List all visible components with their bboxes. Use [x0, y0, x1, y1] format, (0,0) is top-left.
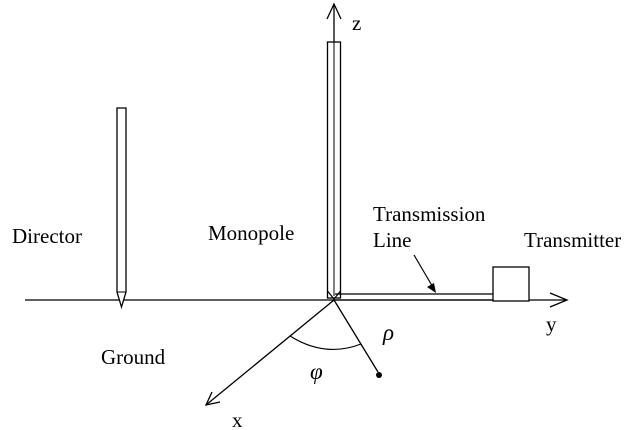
transmission-label-line1: Transmission: [373, 202, 486, 226]
rho-label: ρ: [382, 320, 394, 345]
transmitter-box: [492, 266, 530, 302]
y-axis-label: y: [546, 312, 557, 336]
y-axis-arrowhead: [549, 292, 569, 308]
field-point-dot: [376, 372, 382, 378]
monopole-label: Monopole: [208, 221, 294, 245]
director-label: Director: [12, 224, 82, 248]
x-axis-arrowhead: [204, 391, 221, 406]
transmission-line-pointer: [413, 254, 435, 290]
phi-label: φ: [310, 359, 323, 384]
transmitter-label: Transmitter: [524, 228, 621, 252]
rho-line: [333, 299, 379, 373]
ground-label: Ground: [101, 345, 166, 369]
z-axis-arrowhead: [326, 2, 342, 20]
transmission-line-pointer-head: [427, 283, 436, 293]
z-axis-label: z: [352, 11, 361, 35]
phi-angle-arc: [289, 335, 362, 350]
x-axis-line: [205, 299, 335, 406]
transmission-label-line2: Line: [373, 228, 411, 252]
x-axis-label: x: [232, 408, 243, 430]
director-rod: [116, 107, 127, 310]
